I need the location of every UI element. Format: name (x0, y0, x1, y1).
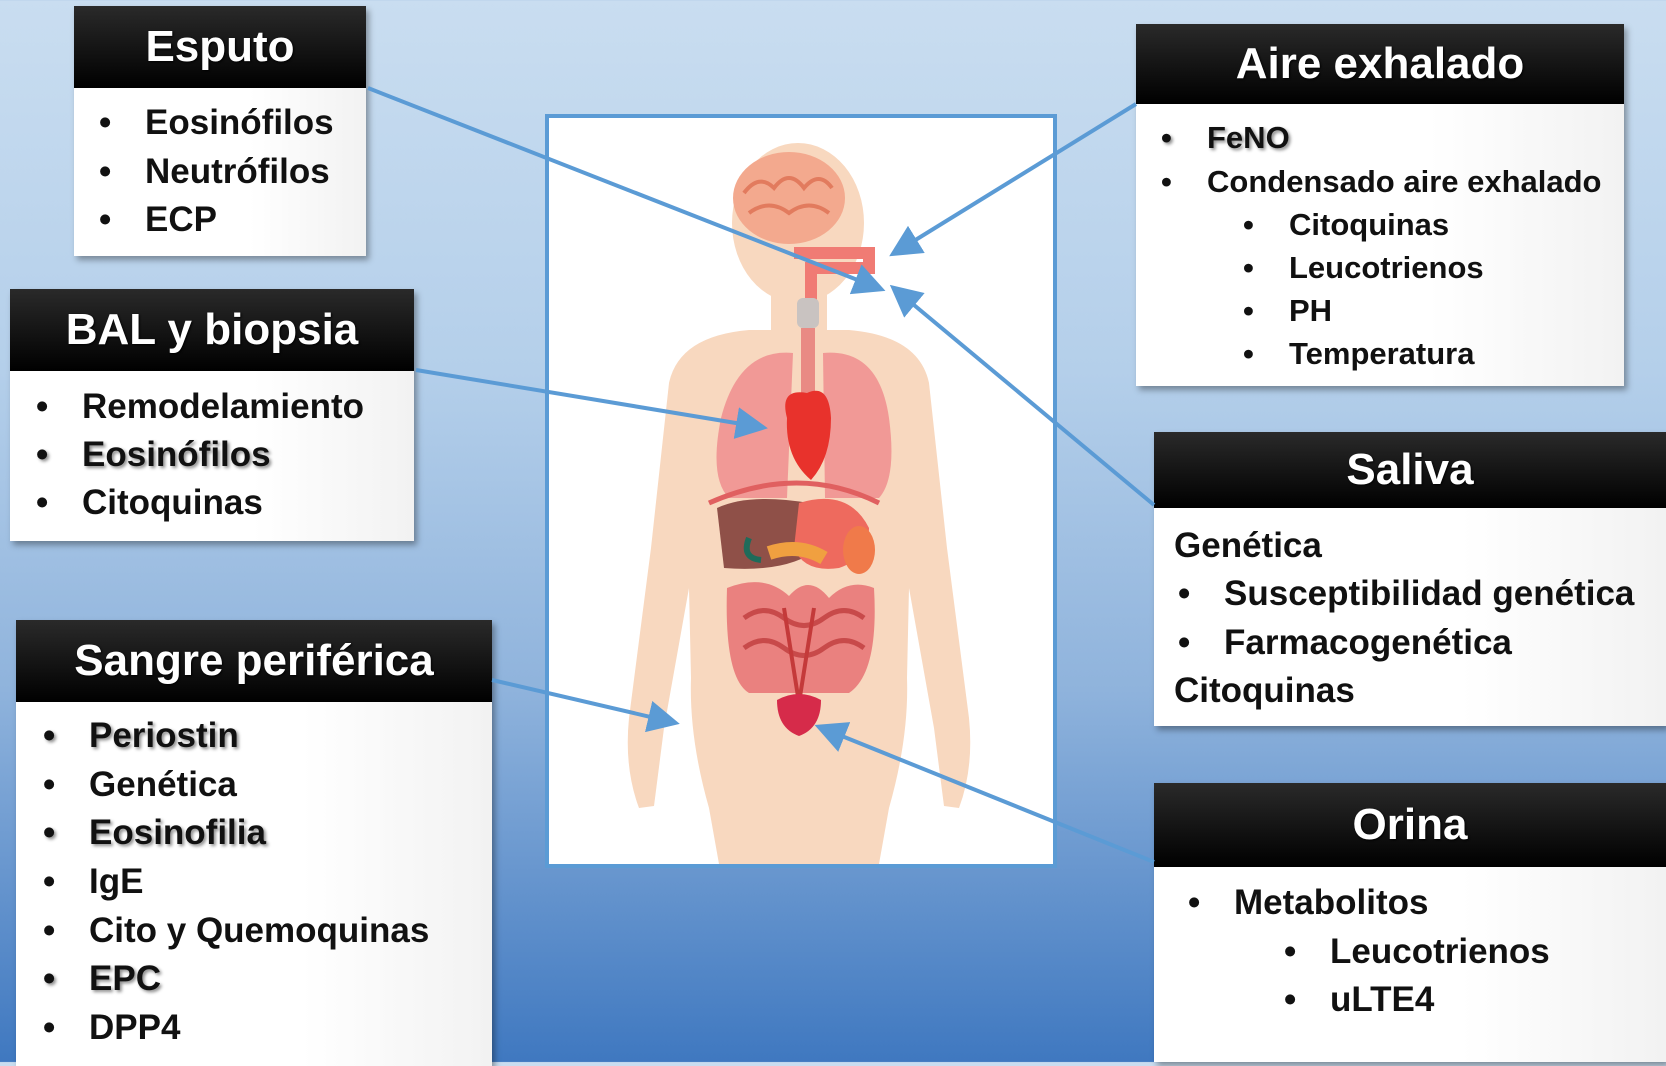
sangre-arrow (492, 680, 672, 722)
esputo-arrow (368, 88, 878, 288)
orina-arrow (822, 728, 1154, 862)
bal-arrow (416, 370, 760, 427)
saliva-arrow (896, 290, 1154, 505)
aire-arrow (896, 104, 1136, 252)
